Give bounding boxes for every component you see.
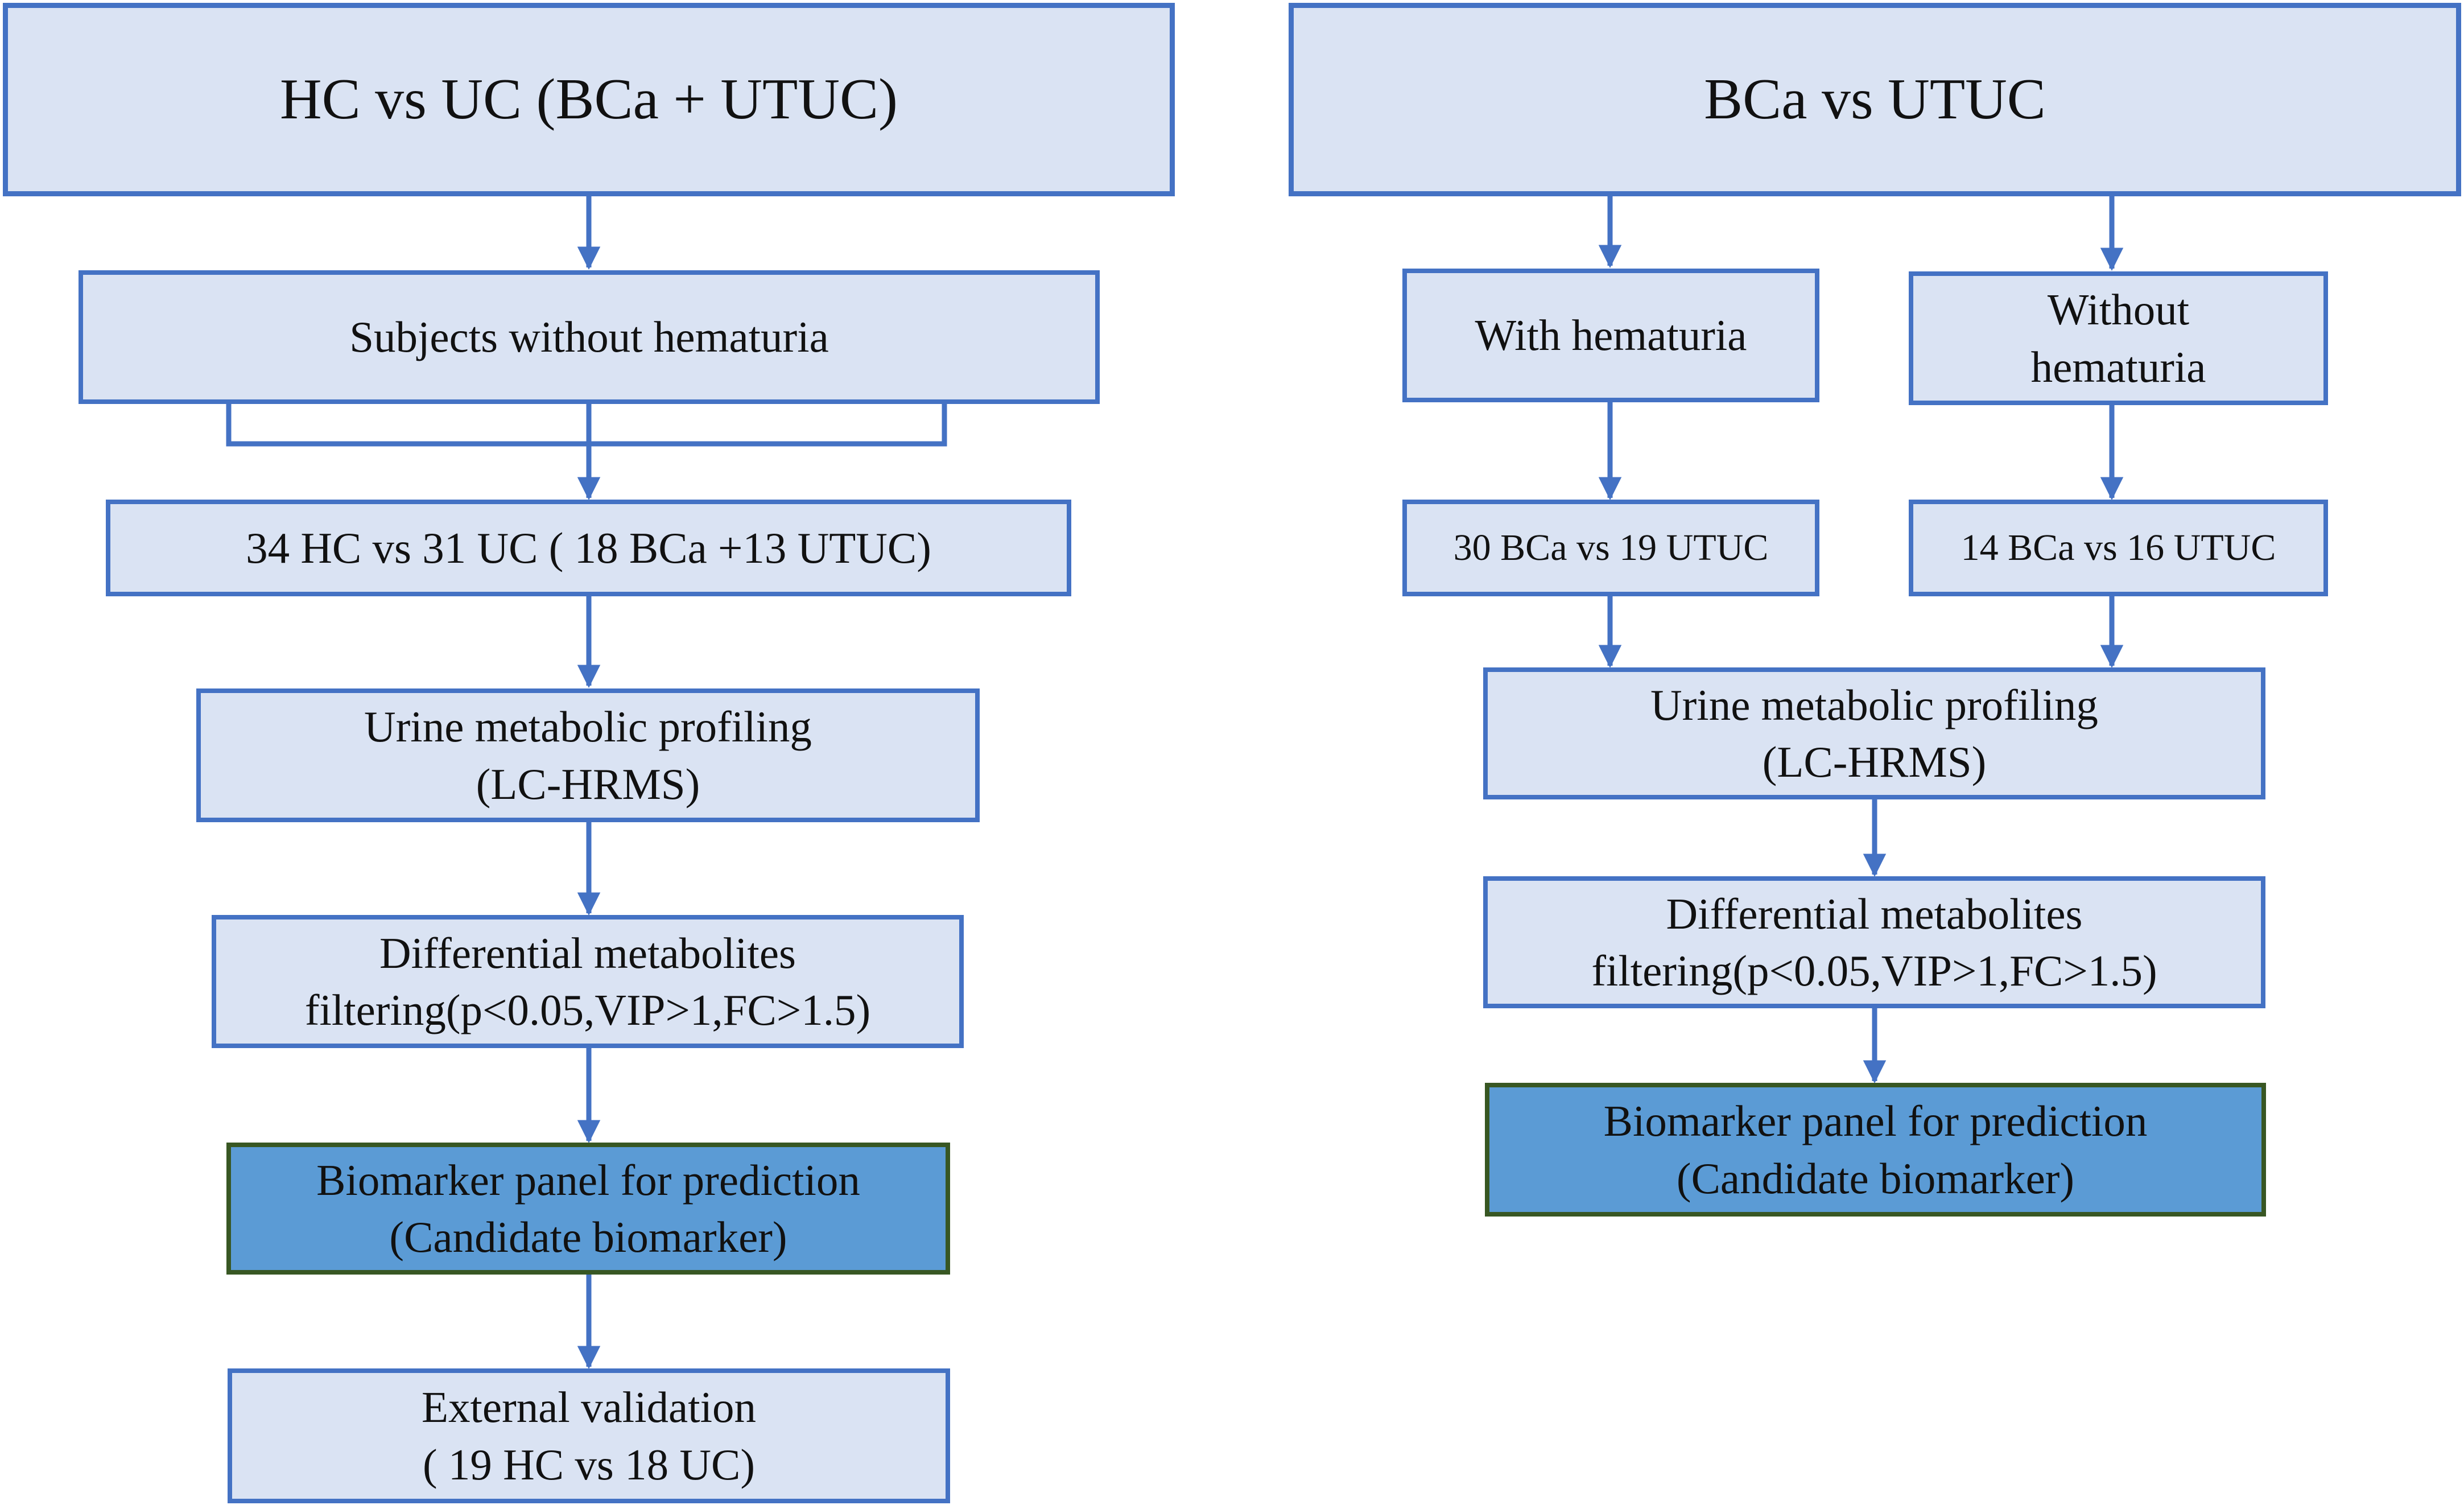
right-profiling-box: Urine metabolic profiling (LC-HRMS) — [1483, 667, 2265, 799]
left-validation-line1: External validation — [422, 1383, 756, 1432]
right-header-text: BCa vs UTUC — [1704, 67, 2046, 131]
left-cohort-text: 34 HC vs 31 UC ( 18 BCa +13 UTUC) — [246, 523, 931, 572]
right-with-hematuria-box: With hematuria — [1402, 269, 1819, 402]
left-filtering-box: Differential metabolites filtering(p<0.0… — [212, 915, 964, 1048]
left-validation-line2: ( 19 HC vs 18 UC) — [423, 1440, 755, 1489]
left-filtering-line2: filtering(p<0.05,VIP>1,FC>1.5) — [304, 986, 871, 1034]
left-biomarker-line1: Biomarker panel for prediction — [316, 1155, 860, 1205]
left-cohort-box: 34 HC vs 31 UC ( 18 BCa +13 UTUC) — [106, 500, 1071, 596]
left-filtering-line1: Differential metabolites — [379, 928, 796, 978]
right-biomarker-box: Biomarker panel for prediction (Candidat… — [1485, 1083, 2266, 1217]
left-profiling-box: Urine metabolic profiling (LC-HRMS) — [196, 688, 980, 822]
right-filtering-box: Differential metabolites filtering(p<0.0… — [1483, 876, 2265, 1008]
left-validation-box: External validation ( 19 HC vs 18 UC) — [228, 1368, 950, 1503]
left-header-box: HC vs UC (BCa + UTUC) — [3, 3, 1175, 196]
right-with-cohort-text: 30 BCa vs 19 UTUC — [1453, 527, 1769, 569]
left-subjects-box: Subjects without hematuria — [79, 270, 1100, 404]
left-biomarker-line2: (Candidate biomarker) — [389, 1213, 787, 1261]
right-header-box: BCa vs UTUC — [1289, 3, 2461, 196]
left-header-text: HC vs UC (BCa + UTUC) — [279, 67, 898, 131]
right-without-hematuria-line2: hematuria — [2030, 342, 2206, 391]
right-profiling-line2: (LC-HRMS) — [1762, 737, 1987, 786]
right-filtering-line2: filtering(p<0.05,VIP>1,FC>1.5) — [1591, 946, 2157, 995]
right-without-cohort-box: 14 BCa vs 16 UTUC — [1909, 500, 2328, 596]
left-profiling-line1: Urine metabolic profiling — [364, 702, 812, 752]
right-biomarker-line1: Biomarker panel for prediction — [1603, 1096, 2148, 1146]
right-without-hematuria-line1: Without — [2047, 285, 2190, 335]
right-without-hematuria-box: Without hematuria — [1909, 271, 2328, 405]
right-filtering-line1: Differential metabolites — [1666, 889, 2083, 938]
right-with-hematuria-text: With hematuria — [1475, 311, 1747, 360]
left-subjects-text: Subjects without hematuria — [349, 312, 829, 362]
right-profiling-line1: Urine metabolic profiling — [1650, 680, 2098, 729]
right-biomarker-line2: (Candidate biomarker) — [1676, 1153, 2075, 1203]
right-with-cohort-box: 30 BCa vs 19 UTUC — [1402, 500, 1819, 596]
left-biomarker-box: Biomarker panel for prediction (Candidat… — [226, 1143, 950, 1275]
right-without-cohort-text: 14 BCa vs 16 UTUC — [1961, 527, 2276, 569]
left-profiling-line2: (LC-HRMS) — [476, 759, 700, 809]
